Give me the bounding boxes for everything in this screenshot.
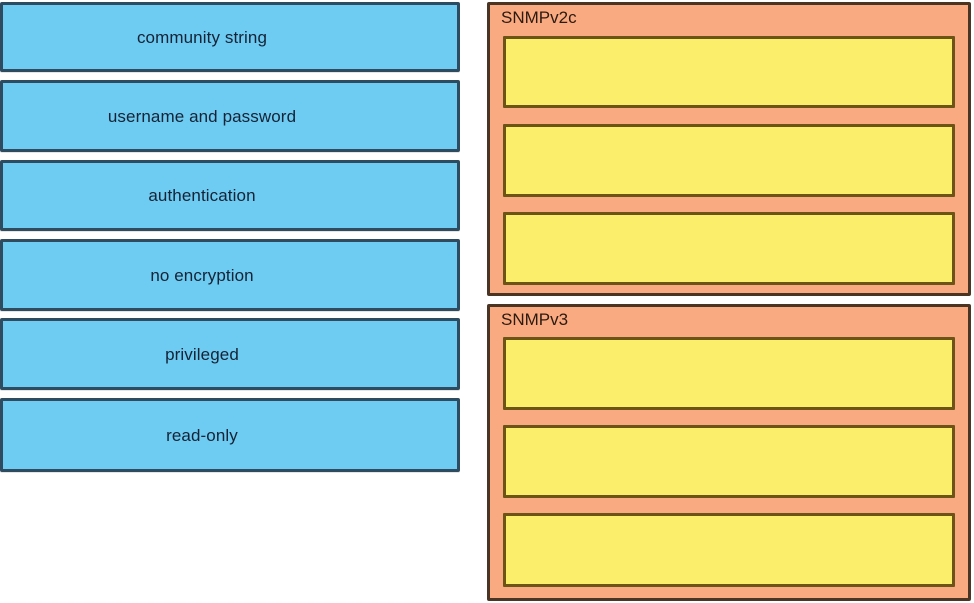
target-group-title: SNMPv3 <box>501 310 569 329</box>
drag-tile[interactable]: privileged <box>0 318 460 390</box>
target-group: SNMPv3 <box>487 304 971 601</box>
drag-tile[interactable]: community string <box>0 2 460 72</box>
source-items-column: community string username and password aut… <box>0 0 462 603</box>
drop-slot[interactable] <box>503 124 955 197</box>
drop-slot[interactable] <box>503 36 955 108</box>
drop-slot[interactable] <box>503 212 955 285</box>
drag-tile-label: privileged <box>165 344 239 364</box>
drop-slot[interactable] <box>503 513 955 587</box>
target-group: SNMPv2c <box>487 2 971 296</box>
drag-tile-label: read-only <box>166 425 238 445</box>
target-group-title: SNMPv2c <box>501 8 577 27</box>
drag-tile[interactable]: read-only <box>0 398 460 472</box>
drop-slot[interactable] <box>503 337 955 410</box>
drop-slot[interactable] <box>503 425 955 498</box>
drag-tile-label: no encryption <box>150 265 254 285</box>
drag-tile-label: authentication <box>148 186 256 205</box>
drag-tile[interactable]: username and password <box>0 80 460 152</box>
drag-tile[interactable]: no encryption <box>0 239 460 311</box>
drag-tile[interactable]: authentication <box>0 160 460 231</box>
drag-tile-label: community string <box>136 27 268 47</box>
drag-tile-label: username and password <box>107 106 297 126</box>
